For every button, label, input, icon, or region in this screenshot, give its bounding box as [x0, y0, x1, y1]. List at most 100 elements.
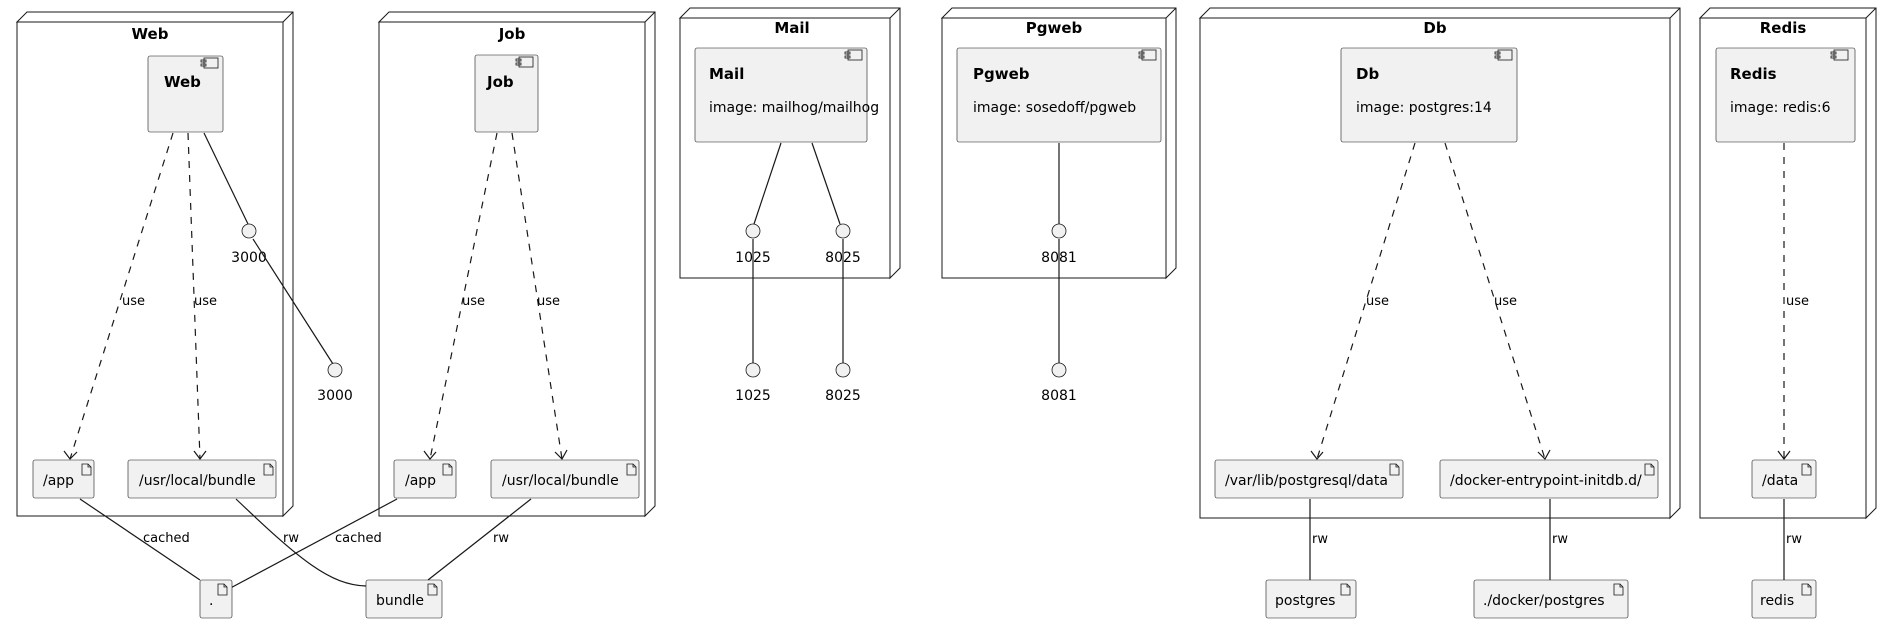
port-web-3000[interactable]: [241, 223, 257, 239]
artifact-job-bundle-label: /usr/local/bundle: [502, 473, 619, 489]
edge-label-rw: rw: [1786, 532, 1802, 547]
port-external-3000[interactable]: [327, 362, 343, 378]
port-external-8081-label: 8081: [1041, 388, 1077, 404]
edge-label-use: use: [194, 294, 217, 309]
artifact-job-app-label: /app: [405, 473, 436, 489]
host-artifact-redis[interactable]: redis: [1751, 579, 1817, 619]
edge-label-use: use: [1494, 294, 1517, 309]
artifact-web-bundle[interactable]: /usr/local/bundle: [127, 459, 277, 499]
artifact-web-bundle-label: /usr/local/bundle: [139, 473, 256, 489]
artifact-icon: [1801, 583, 1812, 596]
component-pgweb-image: image: sosedoff/pgweb: [973, 100, 1136, 116]
port-mail-1025[interactable]: [745, 223, 761, 239]
edge-label-use: use: [1786, 294, 1809, 309]
edge-mail-1025: [753, 142, 782, 225]
component-icon: [515, 56, 534, 68]
port-external-8081[interactable]: [1051, 362, 1067, 378]
node-db-title: Db: [1423, 19, 1446, 37]
component-icon: [1494, 49, 1513, 61]
host-artifact-dot-label: .: [209, 593, 213, 609]
edge-label-rw: rw: [1312, 532, 1328, 547]
artifact-job-app[interactable]: /app: [393, 459, 457, 499]
artifact-job-bundle[interactable]: /usr/local/bundle: [490, 459, 640, 499]
port-external-8025[interactable]: [835, 362, 851, 378]
artifact-icon: [263, 463, 274, 476]
artifact-redis-data-label: /data: [1762, 473, 1798, 489]
component-mail[interactable]: Mail image: mailhog/mailhog: [694, 47, 879, 143]
arrowhead: [1777, 450, 1791, 460]
component-mail-image: image: mailhog/mailhog: [709, 100, 879, 116]
host-artifact-bundle[interactable]: bundle: [365, 579, 443, 619]
edge-web-bundle: [187, 132, 201, 460]
arrowhead: [423, 450, 437, 460]
port-external-8025-label: 8025: [825, 388, 861, 404]
artifact-icon: [626, 463, 637, 476]
port-mail-8025[interactable]: [835, 223, 851, 239]
component-icon: [1138, 49, 1157, 61]
node-mail-title: Mail: [774, 19, 809, 37]
port-pgweb-8081[interactable]: [1051, 223, 1067, 239]
port-external-1025[interactable]: [745, 362, 761, 378]
host-artifact-bundle-label: bundle: [376, 593, 424, 609]
component-job-title: Job: [486, 73, 514, 91]
component-mail-title: Mail: [709, 65, 744, 83]
component-web[interactable]: Web: [147, 55, 224, 133]
edge-web-app: [69, 132, 174, 460]
edge-label-rw: rw: [283, 531, 299, 546]
artifact-web-app[interactable]: /app: [32, 459, 95, 499]
artifact-icon: [1801, 463, 1812, 476]
component-redis-title: Redis: [1730, 65, 1777, 83]
artifact-icon: [1389, 463, 1400, 476]
node-redis-title: Redis: [1760, 19, 1807, 37]
arrowhead: [554, 449, 568, 460]
component-db[interactable]: Db image: postgres:14: [1340, 47, 1518, 143]
artifact-db-data-label: /var/lib/postgresql/data: [1225, 473, 1388, 489]
artifact-db-initdb-label: /docker-entrypoint-initdb.d/: [1450, 473, 1642, 489]
arrowhead: [1537, 449, 1551, 460]
edge-label-cached: cached: [335, 531, 382, 546]
host-artifact-docker-postgres[interactable]: ./docker/postgres: [1473, 579, 1629, 619]
edge-label-cached: cached: [143, 531, 190, 546]
component-web-title: Web: [164, 73, 201, 91]
port-web-3000-label: 3000: [231, 250, 267, 266]
arrowhead: [193, 450, 207, 460]
edge-web-app-cached: [79, 498, 201, 581]
edge-web-port: [203, 132, 249, 225]
host-artifact-redis-label: redis: [1760, 593, 1794, 609]
component-db-image: image: postgres:14: [1356, 100, 1492, 116]
component-redis[interactable]: Redis image: redis:6: [1715, 47, 1856, 143]
edge-port-3000: [252, 238, 334, 365]
artifact-icon: [442, 463, 453, 476]
port-external-3000-label: 3000: [317, 388, 353, 404]
edge-web-bundle-rw: [235, 498, 367, 587]
component-job[interactable]: Job: [474, 54, 539, 133]
component-pgweb[interactable]: Pgweb image: sosedoff/pgweb: [956, 47, 1162, 143]
edge-label-rw: rw: [493, 531, 509, 546]
component-icon: [200, 57, 219, 69]
edge-label-use: use: [537, 294, 560, 309]
edge-label-use: use: [1366, 294, 1389, 309]
artifact-web-app-label: /app: [43, 473, 74, 489]
edge-label-use: use: [122, 294, 145, 309]
component-icon: [844, 49, 863, 61]
artifact-icon: [427, 583, 438, 596]
edge-mail-8025: [811, 142, 841, 225]
component-db-title: Db: [1356, 65, 1379, 83]
port-external-1025-label: 1025: [735, 388, 771, 404]
arrowhead: [1310, 450, 1324, 460]
artifact-icon: [1613, 583, 1624, 596]
artifact-db-data[interactable]: /var/lib/postgresql/data: [1214, 459, 1404, 499]
host-artifact-docker-postgres-label: ./docker/postgres: [1483, 593, 1605, 609]
node-pgweb-title: Pgweb: [1026, 19, 1083, 37]
artifact-db-initdb[interactable]: /docker-entrypoint-initdb.d/: [1439, 459, 1659, 499]
edge-label-rw: rw: [1552, 532, 1568, 547]
host-artifact-postgres[interactable]: postgres: [1265, 579, 1357, 619]
artifact-icon: [81, 463, 92, 476]
component-redis-image: image: redis:6: [1730, 100, 1831, 116]
artifact-redis-data[interactable]: /data: [1751, 459, 1817, 499]
artifact-icon: [217, 583, 228, 596]
component-pgweb-title: Pgweb: [973, 65, 1030, 83]
host-artifact-dot[interactable]: .: [199, 579, 233, 619]
edge-job-app-cached: [222, 498, 398, 593]
